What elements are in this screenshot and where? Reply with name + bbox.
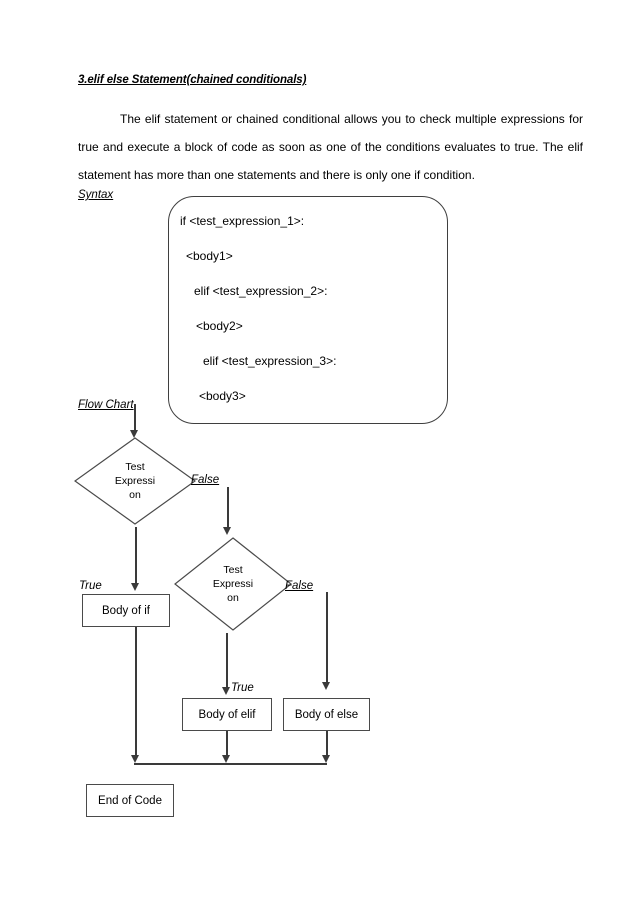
decision1-line-1: Test [125, 461, 145, 473]
arrowhead-bodyelse-merge [322, 755, 330, 763]
arrowhead-decision2-false [322, 682, 330, 690]
syntax-line-6: <body3> [199, 389, 246, 403]
process-node-body-if: Body of if [82, 594, 170, 627]
syntax-line-3: elif <test_expression_2>: [194, 284, 328, 298]
edge-bodyelse-to-merge [326, 731, 328, 757]
syntax-label: Syntax [78, 189, 114, 201]
edge-bodyelif-to-merge [226, 731, 228, 757]
decision1-shape [74, 437, 196, 525]
arrowhead-bodyelif-merge [222, 755, 230, 763]
syntax-line-5: elif <test_expression_3>: [203, 354, 337, 368]
decision-node-1: Test Expressi on [74, 437, 196, 525]
edge-label-decision2-false: False [285, 580, 314, 592]
edge-decision2-false-to-bodyelse [326, 592, 328, 684]
body-paragraph: The elif statement or chained conditiona… [78, 112, 583, 182]
section-heading: 3.elif else Statement(chained conditiona… [78, 74, 307, 86]
edge-start-to-decision1 [134, 404, 136, 432]
decision1-line-3: on [129, 489, 141, 501]
decision-node-2: Test Expressi on [174, 537, 292, 631]
syntax-line-2: <body1> [186, 249, 233, 263]
edge-bodyif-to-merge [135, 627, 137, 757]
flowchart-label: Flow Chart [78, 399, 134, 411]
decision2-line-3: on [227, 592, 239, 604]
syntax-line-1: if <test_expression_1>: [180, 214, 305, 228]
decision2-line-1: Test [223, 564, 243, 576]
edge-decision1-true-to-bodyif [135, 527, 137, 585]
decision2-line-2: Expressi [212, 578, 254, 590]
edge-decision1-false-to-decision2 [227, 487, 229, 529]
process-node-body-elif: Body of elif [182, 698, 272, 731]
edge-label-decision1-true: True [79, 580, 102, 592]
edge-decision2-true-to-bodyelif [226, 633, 228, 689]
edge-label-decision2-true: True [231, 682, 254, 694]
arrowhead-bodyif-merge [131, 755, 139, 763]
arrowhead-decision1-false [223, 527, 231, 535]
syntax-line-4: <body2> [196, 319, 243, 333]
arrowhead-decision1-true [131, 583, 139, 591]
merge-connector-line [134, 763, 327, 765]
terminal-node-end-of-code: End of Code [86, 784, 174, 817]
arrowhead-start-to-decision1 [130, 430, 138, 438]
decision1-line-2: Expressi [114, 475, 156, 487]
arrowhead-decision2-true [222, 687, 230, 695]
decision2-shape [174, 537, 292, 631]
edge-label-decision1-false: False [191, 474, 220, 486]
process-node-body-else: Body of else [283, 698, 370, 731]
syntax-code-box [168, 196, 448, 424]
